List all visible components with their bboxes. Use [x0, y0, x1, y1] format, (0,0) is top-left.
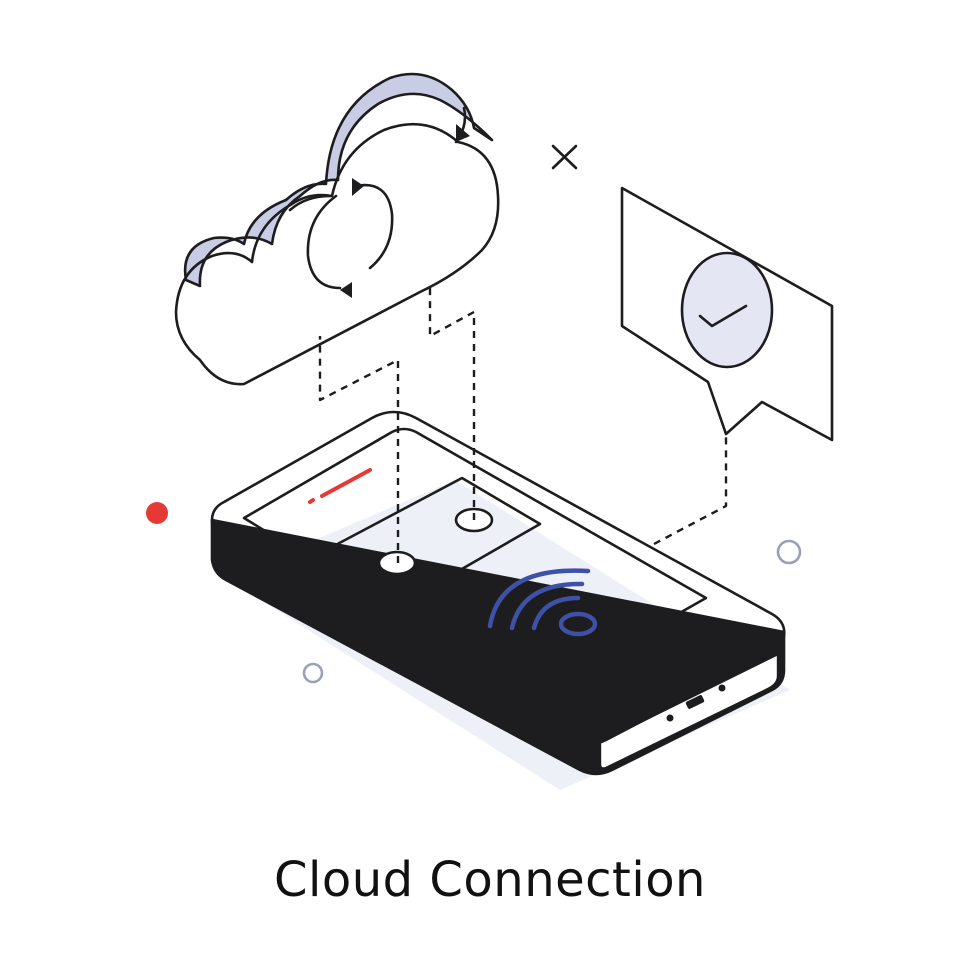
smartphone-icon	[210, 410, 786, 776]
check-circle	[680, 251, 774, 369]
status-bar-red-dot	[308, 498, 315, 504]
ring-decoration-left	[302, 662, 324, 684]
home-button	[637, 655, 681, 683]
checkmark-speech-bubble-icon	[620, 186, 834, 442]
caption-title: Cloud Connection	[274, 852, 706, 908]
status-bar-red	[320, 468, 372, 498]
usb-port	[685, 695, 705, 709]
wifi-icon	[487, 568, 598, 637]
ring-decoration-right	[776, 539, 802, 565]
connector-card	[328, 476, 542, 602]
cloud-tip-marker	[456, 124, 470, 142]
bubble-shape	[620, 186, 834, 442]
phone-top-face	[210, 410, 786, 746]
cloud-sync-icon	[174, 72, 500, 386]
cloud-front	[174, 122, 500, 386]
sync-arrows-icon	[306, 178, 394, 298]
red-dot-decoration	[146, 502, 168, 524]
edge-port-dot-2	[718, 684, 726, 692]
edge-port-dot	[666, 714, 674, 722]
phone-side	[210, 518, 786, 776]
connection-lines	[318, 284, 728, 563]
checkmark	[698, 304, 748, 328]
phone-edge-light	[598, 652, 780, 770]
close-x-icon	[551, 144, 578, 170]
